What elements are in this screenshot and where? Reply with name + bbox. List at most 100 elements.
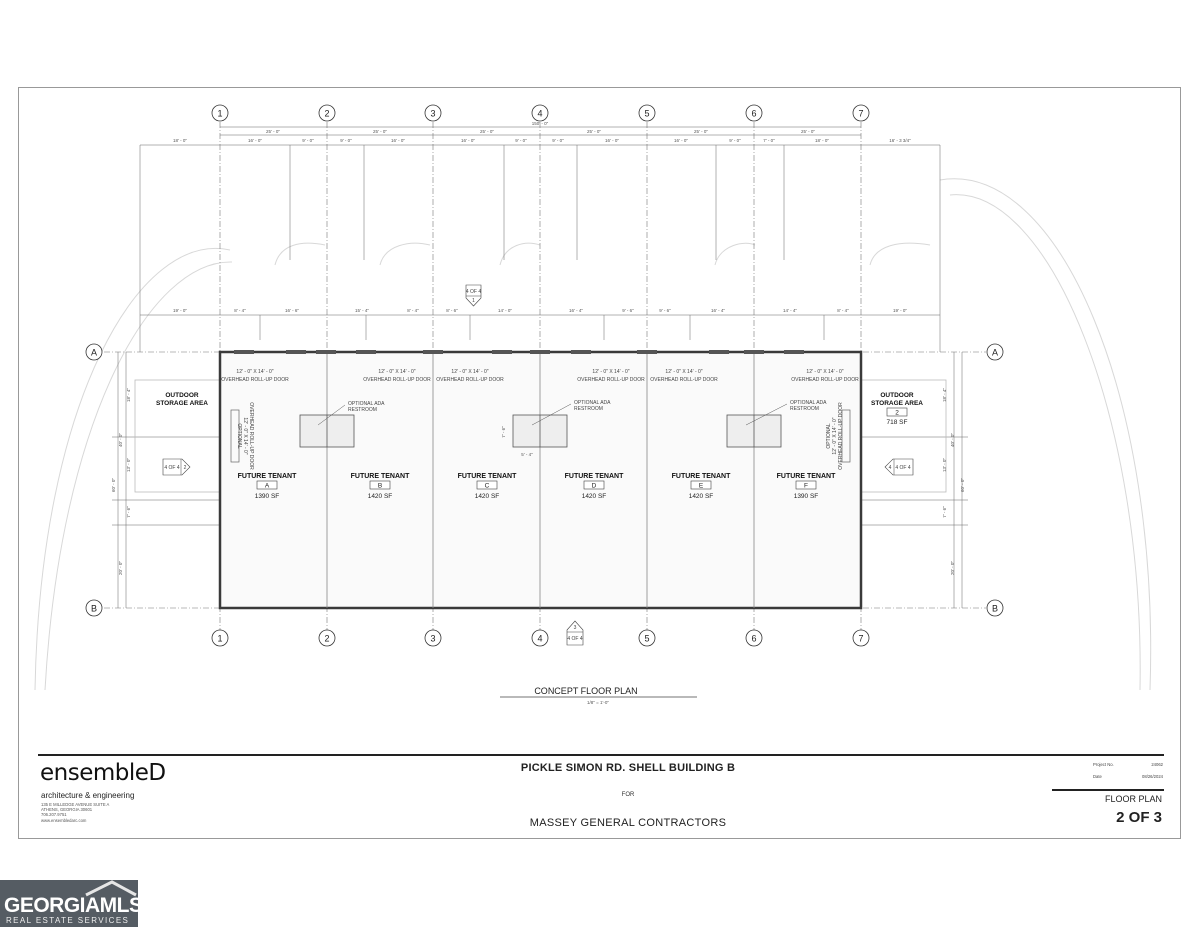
side-door-label: OPTIONAL	[826, 423, 832, 449]
door-labels: 12' - 0" X 14' - 0" OVERHEAD ROLL-UP DOO…	[221, 369, 859, 383]
door-type-label: OVERHEAD ROLL-UP DOOR	[221, 377, 289, 383]
firm-phone: 706.207.9751	[41, 812, 67, 818]
firm-address: 135 E MILLEDGE AVENUE SUITE A ATHENS, GE…	[41, 802, 121, 823]
tenant-sf: 1390 SF	[255, 493, 280, 500]
tenant-id: C	[485, 483, 490, 490]
grid-label: 1	[217, 109, 222, 119]
project-client: MASSEY GENERAL CONTRACTORS	[529, 817, 727, 829]
title-block-rule	[38, 754, 1164, 756]
address-line: ATHENS, GEORGIA 30601	[41, 807, 93, 813]
georgia-mls-watermark: GEORGIAMLS REAL ESTATE SERVICES	[0, 880, 143, 927]
tenant-c: FUTURE TENANT C 1420 SF	[458, 473, 517, 500]
firm-tagline: architecture & engineering	[41, 791, 135, 800]
tenant-d: FUTURE TENANT D 1420 SF	[565, 473, 624, 500]
bay-dim: 25' - 0"	[480, 129, 494, 134]
door-size-label: 12' - 0" X 14' - 0"	[806, 369, 843, 375]
section-marker-bottom: 3 4 OF 4	[566, 620, 584, 646]
vdim: 18' - 4"	[126, 388, 131, 402]
vdim: 40' - 0"	[950, 433, 955, 447]
grid-labels-rows: A B A B	[91, 348, 998, 614]
sub-dim: 16' - 3 3/4"	[889, 138, 911, 143]
left-vertical-dimensions: 18' - 4" 40' - 0" 13' - 0" 7' - 6" 20' -…	[111, 388, 131, 575]
bay-dim: 25' - 0"	[266, 129, 280, 134]
vdim-total: 60' - 0"	[960, 478, 965, 492]
door-dim: 15' - 4"	[355, 308, 369, 313]
door-type-label: OVERHEAD ROLL-UP DOOR	[577, 377, 645, 383]
grid-label: 3	[430, 109, 435, 119]
tenant-sf: 1420 SF	[689, 493, 714, 500]
restrooms	[299, 414, 782, 448]
grid-label: 6	[751, 109, 756, 119]
sub-dim: 16' - 0"	[674, 138, 688, 143]
grid-label: A	[992, 348, 998, 358]
door-row-dimensions: 19' - 0" 8' - 4" 16' - 6" 15' - 4" 8' - …	[173, 308, 907, 313]
storage-left: OUTDOOR STORAGE AREA	[156, 392, 208, 407]
vdim: 40' - 0"	[118, 433, 123, 447]
vdim: 18' - 4"	[942, 388, 947, 402]
grid-label: 5	[644, 109, 649, 119]
grid-label: 2	[324, 109, 329, 119]
watermark-sub: REAL ESTATE SERVICES	[6, 916, 130, 925]
project-for: FOR	[621, 792, 635, 798]
door-dim: 8' - 4"	[837, 308, 849, 313]
building-walls	[218, 350, 863, 610]
vdim: 13' - 0"	[126, 458, 131, 472]
plan-scale: 1/8" = 1'-0"	[587, 700, 609, 705]
vdim: 20' - 0"	[950, 561, 955, 575]
project-no-label: Project No.	[1093, 762, 1114, 767]
section-marker-top: 4 OF 4 1	[465, 284, 482, 307]
tenant-spaces: FUTURE TENANT A 1390 SF FUTURE TENANT B …	[238, 473, 836, 500]
marker-sheet: 4 OF 4	[466, 289, 482, 295]
sub-dim: 16' - 0"	[248, 138, 262, 143]
sub-dim: 9' - 0"	[552, 138, 564, 143]
door-dim: 8' - 6"	[446, 308, 458, 313]
door-dim: 14' - 4"	[783, 308, 797, 313]
tenant-id: D	[592, 483, 597, 490]
tenant-b: FUTURE TENANT B 1420 SF	[351, 473, 410, 500]
vdim: 20' - 0"	[118, 561, 123, 575]
grid-bubbles-bottom	[211, 629, 870, 647]
grid-labels-bottom: 1 2 3 4 5 6 7	[217, 634, 863, 644]
marker-sheet: 4 OF 4	[895, 465, 911, 471]
sub-dim: 16' - 0"	[605, 138, 619, 143]
restroom-label: OPTIONAL ADA	[348, 401, 385, 407]
restroom-depth-dim: 7' - 6"	[501, 426, 506, 438]
grid-label: A	[91, 348, 97, 358]
bay-dim: 25' - 0"	[801, 129, 815, 134]
storage-tag: 2	[895, 410, 899, 417]
grid-bubbles-top	[211, 104, 870, 122]
grid-label: 4	[537, 109, 542, 119]
grid-label: 6	[751, 634, 756, 644]
house-roof-icon	[85, 880, 137, 897]
restroom-label: RESTROOM	[574, 406, 603, 412]
date-label: Date	[1093, 774, 1102, 779]
door-dim: 16' - 4"	[569, 308, 583, 313]
door-size-label: 12' - 0" X 14' - 0"	[451, 369, 488, 375]
door-size-label: 12' - 0" X 14' - 0"	[592, 369, 629, 375]
sub-dim: 16' - 0"	[391, 138, 405, 143]
vdim-total: 60' - 0"	[111, 478, 116, 492]
restroom-label: OPTIONAL ADA	[574, 400, 611, 406]
project-no: 24062	[1151, 762, 1163, 767]
tenant-id: B	[378, 483, 382, 490]
storage-label: OUTDOOR	[165, 392, 199, 399]
sub-dim: 18' - 0"	[815, 138, 829, 143]
restroom-labels: OPTIONAL ADA RESTROOM OPTIONAL ADA RESTR…	[317, 400, 827, 426]
overall-dimension: 150' - 0"	[532, 121, 549, 126]
door-size-label: 12' - 0" X 14' - 0"	[665, 369, 702, 375]
restroom-label: RESTROOM	[348, 407, 377, 413]
door-dim: 8' - 4"	[407, 308, 419, 313]
restroom-width-dim: 5' - 4"	[521, 452, 533, 457]
marker-num: 2	[184, 465, 187, 471]
grid-label: 1	[217, 634, 222, 644]
door-size-label: 12' - 0" X 14' - 0"	[236, 369, 273, 375]
grid-label: B	[91, 604, 97, 614]
tenant-label: FUTURE TENANT	[777, 473, 836, 480]
section-marker-left: 4 OF 4 2	[162, 458, 191, 476]
restroom-label: RESTROOM	[790, 406, 819, 412]
tenant-sf: 1390 SF	[794, 493, 819, 500]
storage-label: STORAGE AREA	[156, 400, 208, 407]
door-type-label: OVERHEAD ROLL-UP DOOR	[436, 377, 504, 383]
tenant-label: FUTURE TENANT	[458, 473, 517, 480]
